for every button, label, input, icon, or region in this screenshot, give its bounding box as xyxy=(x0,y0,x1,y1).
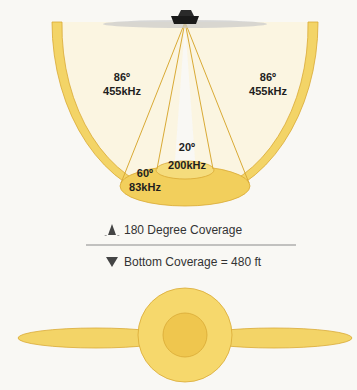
beam-angle: 86º xyxy=(260,72,276,83)
beam-frequency: 455kHz xyxy=(249,86,287,97)
down-footprint xyxy=(138,288,232,382)
beam-angle: 60º xyxy=(137,168,153,179)
beam-frequency: 455kHz xyxy=(103,86,141,97)
coverage-note: Bottom Coverage = 480 ft xyxy=(124,256,261,268)
boat xyxy=(171,16,199,24)
beam-frequency: 83kHz xyxy=(129,182,161,193)
beam-frequency: 200kHz xyxy=(168,160,206,171)
beam-angle: 86º xyxy=(114,72,130,83)
separator xyxy=(86,245,296,246)
coverage-note: 180 Degree Coverage xyxy=(124,224,242,236)
down-footprint xyxy=(163,313,207,357)
beam-angle: 20º xyxy=(179,142,195,153)
boat xyxy=(178,10,194,16)
coverage-icon xyxy=(104,224,120,236)
bottom-icon xyxy=(106,257,118,267)
